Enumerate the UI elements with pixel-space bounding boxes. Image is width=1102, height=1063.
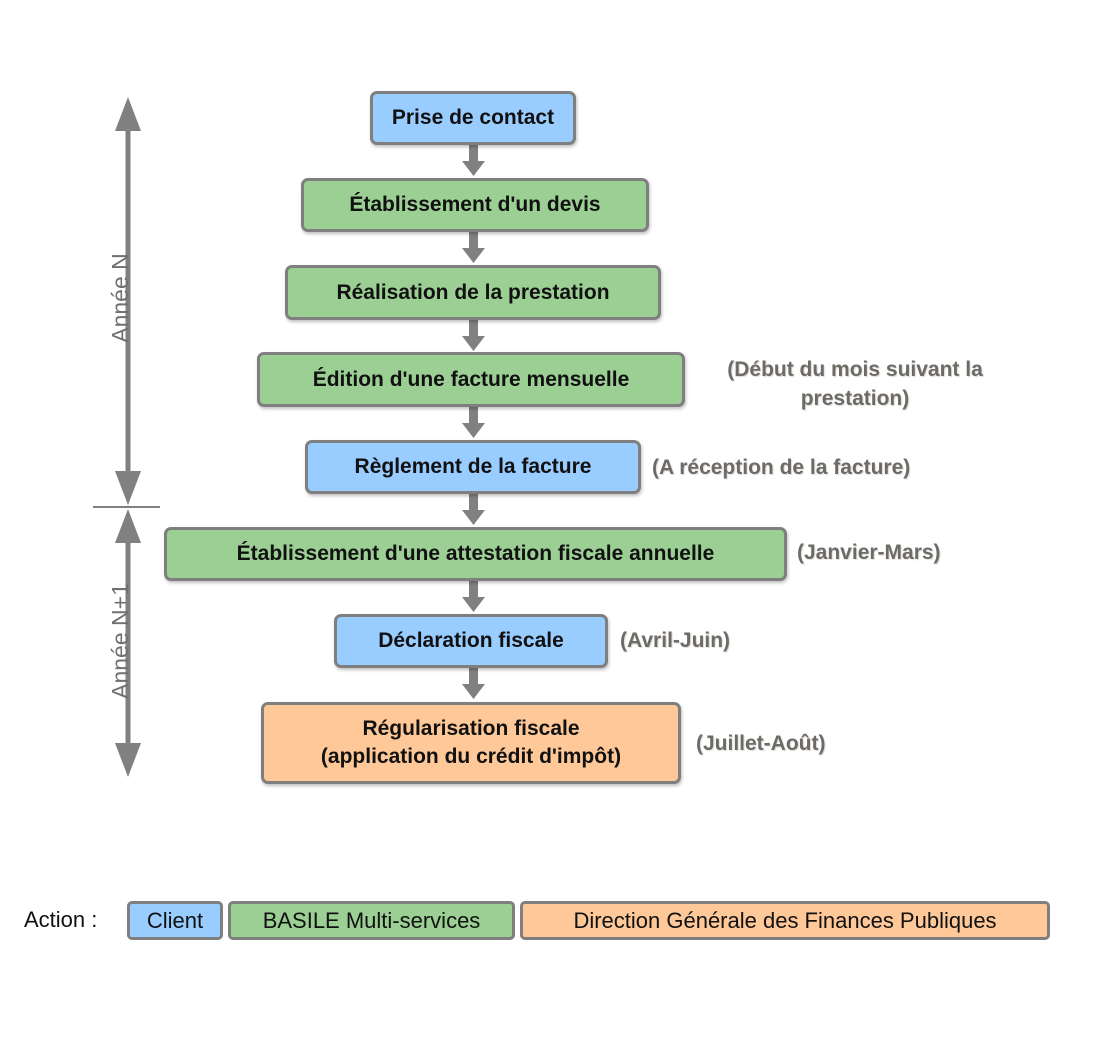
step-note-declaration: (Avril-Juin) <box>620 629 731 652</box>
flow-arrow <box>462 232 485 263</box>
step-label-line2: (application du crédit d'impôt) <box>320 745 622 768</box>
flow-arrow <box>462 407 485 438</box>
step-reglement-facture: Règlement de la facture <box>305 440 641 494</box>
timeline-year-n1-arrow <box>115 509 141 777</box>
step-label: Règlement de la facture <box>354 455 592 478</box>
flow-arrow <box>462 494 485 525</box>
year-n1-label: Année N+1 <box>107 583 133 699</box>
flow-arrow <box>462 320 485 351</box>
flow-arrow <box>462 668 485 699</box>
step-prise-de-contact: Prise de contact <box>370 91 576 145</box>
flow-arrows <box>462 145 485 699</box>
legend-basile: BASILE Multi-services <box>228 901 515 940</box>
step-edition-facture: Édition d'une facture mensuelle <box>257 352 685 407</box>
step-label-line1: Régularisation fiscale <box>362 717 580 740</box>
step-label: Déclaration fiscale <box>378 629 564 652</box>
step-label: Réalisation de la prestation <box>336 280 610 304</box>
step-label: Édition d'une facture mensuelle <box>312 367 630 391</box>
step-declaration-fiscale: Déclaration fiscale <box>334 614 608 668</box>
step-label: Prise de contact <box>391 106 555 129</box>
step-label: Établissement d'un devis <box>349 193 601 216</box>
step-note-regularisation: (Juillet-Août) <box>696 732 826 755</box>
step-etablissement-devis: Établissement d'un devis <box>301 178 649 232</box>
timeline-year-n-arrow <box>115 97 141 505</box>
step-regularisation-fiscale: Régularisation fiscale (application du c… <box>261 702 681 784</box>
legend-label: Action : <box>24 907 98 932</box>
legend-dgfp: Direction Générale des Finances Publique… <box>520 901 1050 940</box>
step-attestation-fiscale: Établissement d'une attestation fiscale … <box>164 527 787 581</box>
legend-client: Client <box>127 901 223 940</box>
step-note-edition-facture: (Début du mois suivant la prestation) <box>727 358 983 410</box>
flow-arrow <box>462 581 485 612</box>
step-realisation-prestation: Réalisation de la prestation <box>285 265 661 320</box>
step-note-reglement: (A réception de la facture) <box>652 456 911 479</box>
year-n-label: Année N <box>107 253 133 343</box>
step-note-attestation: (Janvier-Mars) <box>797 541 941 564</box>
flow-arrow <box>462 145 485 176</box>
step-label: Établissement d'une attestation fiscale … <box>236 542 715 565</box>
